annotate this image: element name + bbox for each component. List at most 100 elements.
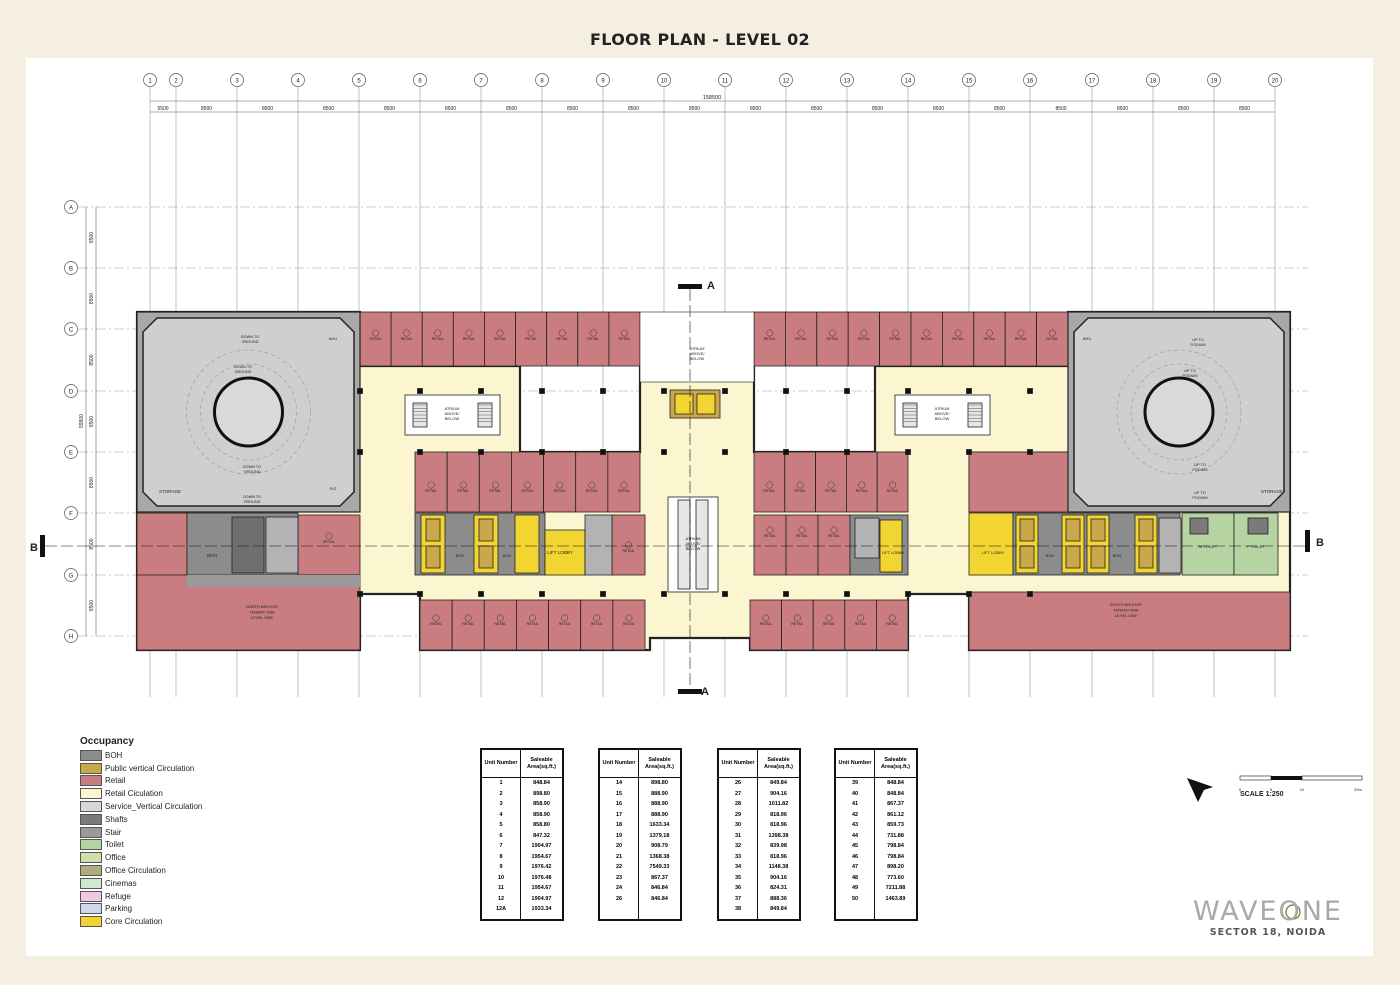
- retail-unit: [844, 599, 877, 651]
- south-anchor-label: SOUTH ANCHOR: [1110, 602, 1142, 607]
- unit-number-cell: 26: [598, 893, 639, 904]
- retail-unit: [390, 311, 423, 367]
- atrium-label: ABOVE/: [445, 411, 461, 416]
- legend-label: Public vertical Circulation: [105, 763, 195, 773]
- ramp-direction-label: DOWN TO: [241, 335, 259, 339]
- legend-item: Service_Vertical Circulation: [80, 800, 250, 813]
- escalator-void: [667, 496, 719, 593]
- legend-label: Office: [105, 853, 126, 863]
- page-title: FLOOR PLAN - LEVEL 02: [590, 30, 810, 49]
- unit-tag-icon: [888, 614, 896, 622]
- retail-label: RETAIL: [494, 337, 506, 341]
- saleable-area-cell: 1379.18: [638, 830, 682, 841]
- retail-unit: [816, 311, 849, 367]
- saleable-area-cell: 904.16: [757, 788, 801, 799]
- ramp-path-icon: [200, 363, 297, 461]
- boh-label: BOH: [456, 553, 465, 558]
- grid-bubble: [474, 73, 488, 87]
- unit-tag-icon: [889, 481, 897, 489]
- ramp-direction-label: PODIUM: [1192, 468, 1207, 472]
- legend-item: Refuge: [80, 890, 250, 903]
- retail-unit: [419, 599, 453, 651]
- dimension-span: 8500: [994, 106, 1005, 112]
- legend-item: Public vertical Circulation: [80, 762, 250, 775]
- saleable-area-cell: 1148.38: [757, 862, 801, 873]
- grid-row-label: E: [69, 451, 73, 457]
- retail-unit: [1004, 311, 1038, 367]
- unit-number-cell: 3: [480, 799, 521, 810]
- grid-bubble: [1207, 73, 1221, 87]
- grid-row-label: C: [69, 328, 74, 334]
- retail-label: RETAIL: [527, 622, 539, 626]
- unit-number-header: Unit Number: [480, 748, 521, 778]
- retail-label: RETAIL: [1015, 337, 1027, 341]
- structural-column: [539, 449, 545, 455]
- saleable-area-cell: 1954.67: [520, 883, 564, 894]
- retail-unit: [815, 451, 847, 513]
- atrium-label: BELOW: [686, 546, 701, 551]
- grid-row-label: G: [69, 574, 74, 580]
- grid-column-label: 4: [296, 79, 300, 85]
- retail-unit: [516, 599, 549, 651]
- structural-column: [844, 388, 850, 394]
- legend-swatch: [80, 749, 102, 761]
- unit-number-cell: 19: [598, 830, 639, 841]
- saleable-area-cell: 859.73: [874, 820, 918, 831]
- retail-unit: [577, 311, 610, 367]
- table-row: [834, 904, 918, 915]
- saleable-area-cell: 1954.67: [520, 851, 564, 862]
- retail-label: RETAIL: [856, 489, 868, 493]
- retail-unit: [817, 514, 851, 576]
- section-label-a: A: [707, 280, 715, 292]
- ramp-core-icon: [213, 376, 284, 448]
- grid-column-label: 2: [174, 79, 178, 85]
- grid-bubble: [962, 73, 976, 87]
- legend-swatch: [80, 788, 102, 800]
- dimension-span: 8500: [201, 106, 212, 112]
- lift-car-icon: [696, 393, 716, 415]
- scale-tick-label: 5: [1270, 787, 1273, 792]
- section-label-b: B: [30, 542, 38, 554]
- saleable-area-header: Saleable Area(sq.ft.): [638, 748, 682, 778]
- unit-tag-icon: [827, 481, 835, 489]
- section-label-a: A: [701, 686, 709, 698]
- section-marker-b-left: [40, 535, 45, 557]
- unit-tag-icon: [620, 481, 628, 489]
- saleable-area-cell: 908.79: [638, 841, 682, 852]
- retail-label: RETAIL: [921, 337, 933, 341]
- south-anchor-tenant: [968, 591, 1291, 651]
- unit-tag-icon: [891, 329, 899, 337]
- retail-label: RETAIL: [886, 622, 898, 626]
- unit-number-cell: 22: [598, 862, 639, 873]
- unit-number-cell: 50: [834, 893, 875, 904]
- unit-tag-icon: [427, 481, 435, 489]
- grid-column-label: 20: [1272, 79, 1279, 85]
- structural-column: [722, 449, 728, 455]
- unit-tag-icon: [403, 329, 411, 337]
- unit-number-cell: 46: [834, 851, 875, 862]
- unit-number-cell: 49: [834, 883, 875, 894]
- legend-label: Shafts: [105, 814, 128, 824]
- lift-lobby: [968, 512, 1014, 576]
- grid-bubble: [1023, 73, 1037, 87]
- unit-number-cell: 24: [598, 883, 639, 894]
- legend-swatch: [80, 916, 102, 928]
- retail-label: RETAIL: [462, 622, 474, 626]
- retail-label: RETAIL: [591, 622, 603, 626]
- retail-label: RETAIL: [984, 337, 996, 341]
- storage-label: STORAGE: [1261, 489, 1283, 494]
